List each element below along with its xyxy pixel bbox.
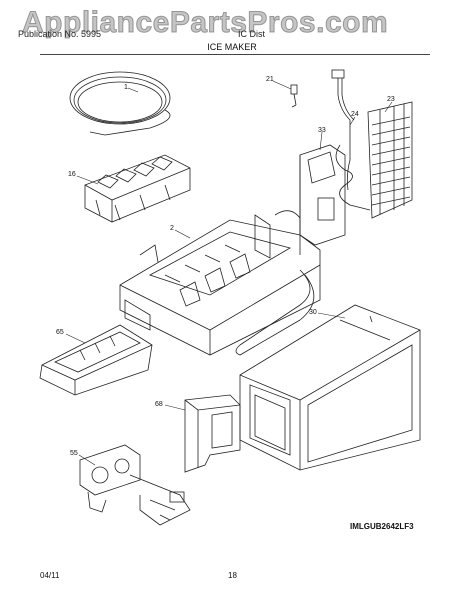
watermark: AppliancePartsPros.com — [21, 6, 389, 40]
part-2-bail-arm[interactable] — [235, 269, 315, 356]
callout-1: 1 — [124, 84, 128, 91]
header-right-label: IC Dist — [238, 29, 265, 39]
callout-labels: 1 21 23 24 33 16 2 30 65 68 55 — [56, 76, 395, 457]
publication-label: Publication No. 5995 — [18, 29, 102, 39]
callout-16: 16 — [68, 171, 76, 178]
callout-33: 33 — [318, 127, 326, 134]
footer-date: 04/11 — [40, 571, 60, 580]
part-68-chute[interactable] — [184, 394, 241, 473]
callout-68: 68 — [155, 401, 163, 408]
title-rule — [40, 54, 430, 55]
callout-21: 21 — [266, 76, 274, 83]
part-16-ice-tray[interactable] — [84, 154, 191, 223]
part-65-bucket[interactable] — [39, 324, 153, 396]
callout-30: 30 — [309, 309, 317, 316]
callout-23: 23 — [387, 96, 395, 103]
part-21-clip[interactable] — [290, 84, 298, 108]
footer-page-number: 18 — [228, 571, 237, 580]
callout-65: 65 — [56, 329, 64, 336]
model-code: IMLGUB2642LF3 — [350, 522, 414, 531]
part-1-tube[interactable] — [69, 71, 171, 136]
diagram-title: ICE MAKER — [207, 42, 257, 52]
callout-24: 24 — [351, 111, 359, 118]
part-33-control-module[interactable] — [299, 144, 346, 246]
part-2-housing[interactable] — [119, 210, 321, 356]
part-55-water-valve[interactable] — [79, 444, 191, 526]
callout-2: 2 — [170, 225, 174, 232]
part-24-harness[interactable] — [331, 69, 355, 191]
leader-lines — [65, 80, 393, 466]
callout-55: 55 — [70, 450, 78, 457]
part-30-ice-bin[interactable] — [239, 304, 421, 471]
part-23-coil-assembly[interactable] — [335, 101, 413, 219]
